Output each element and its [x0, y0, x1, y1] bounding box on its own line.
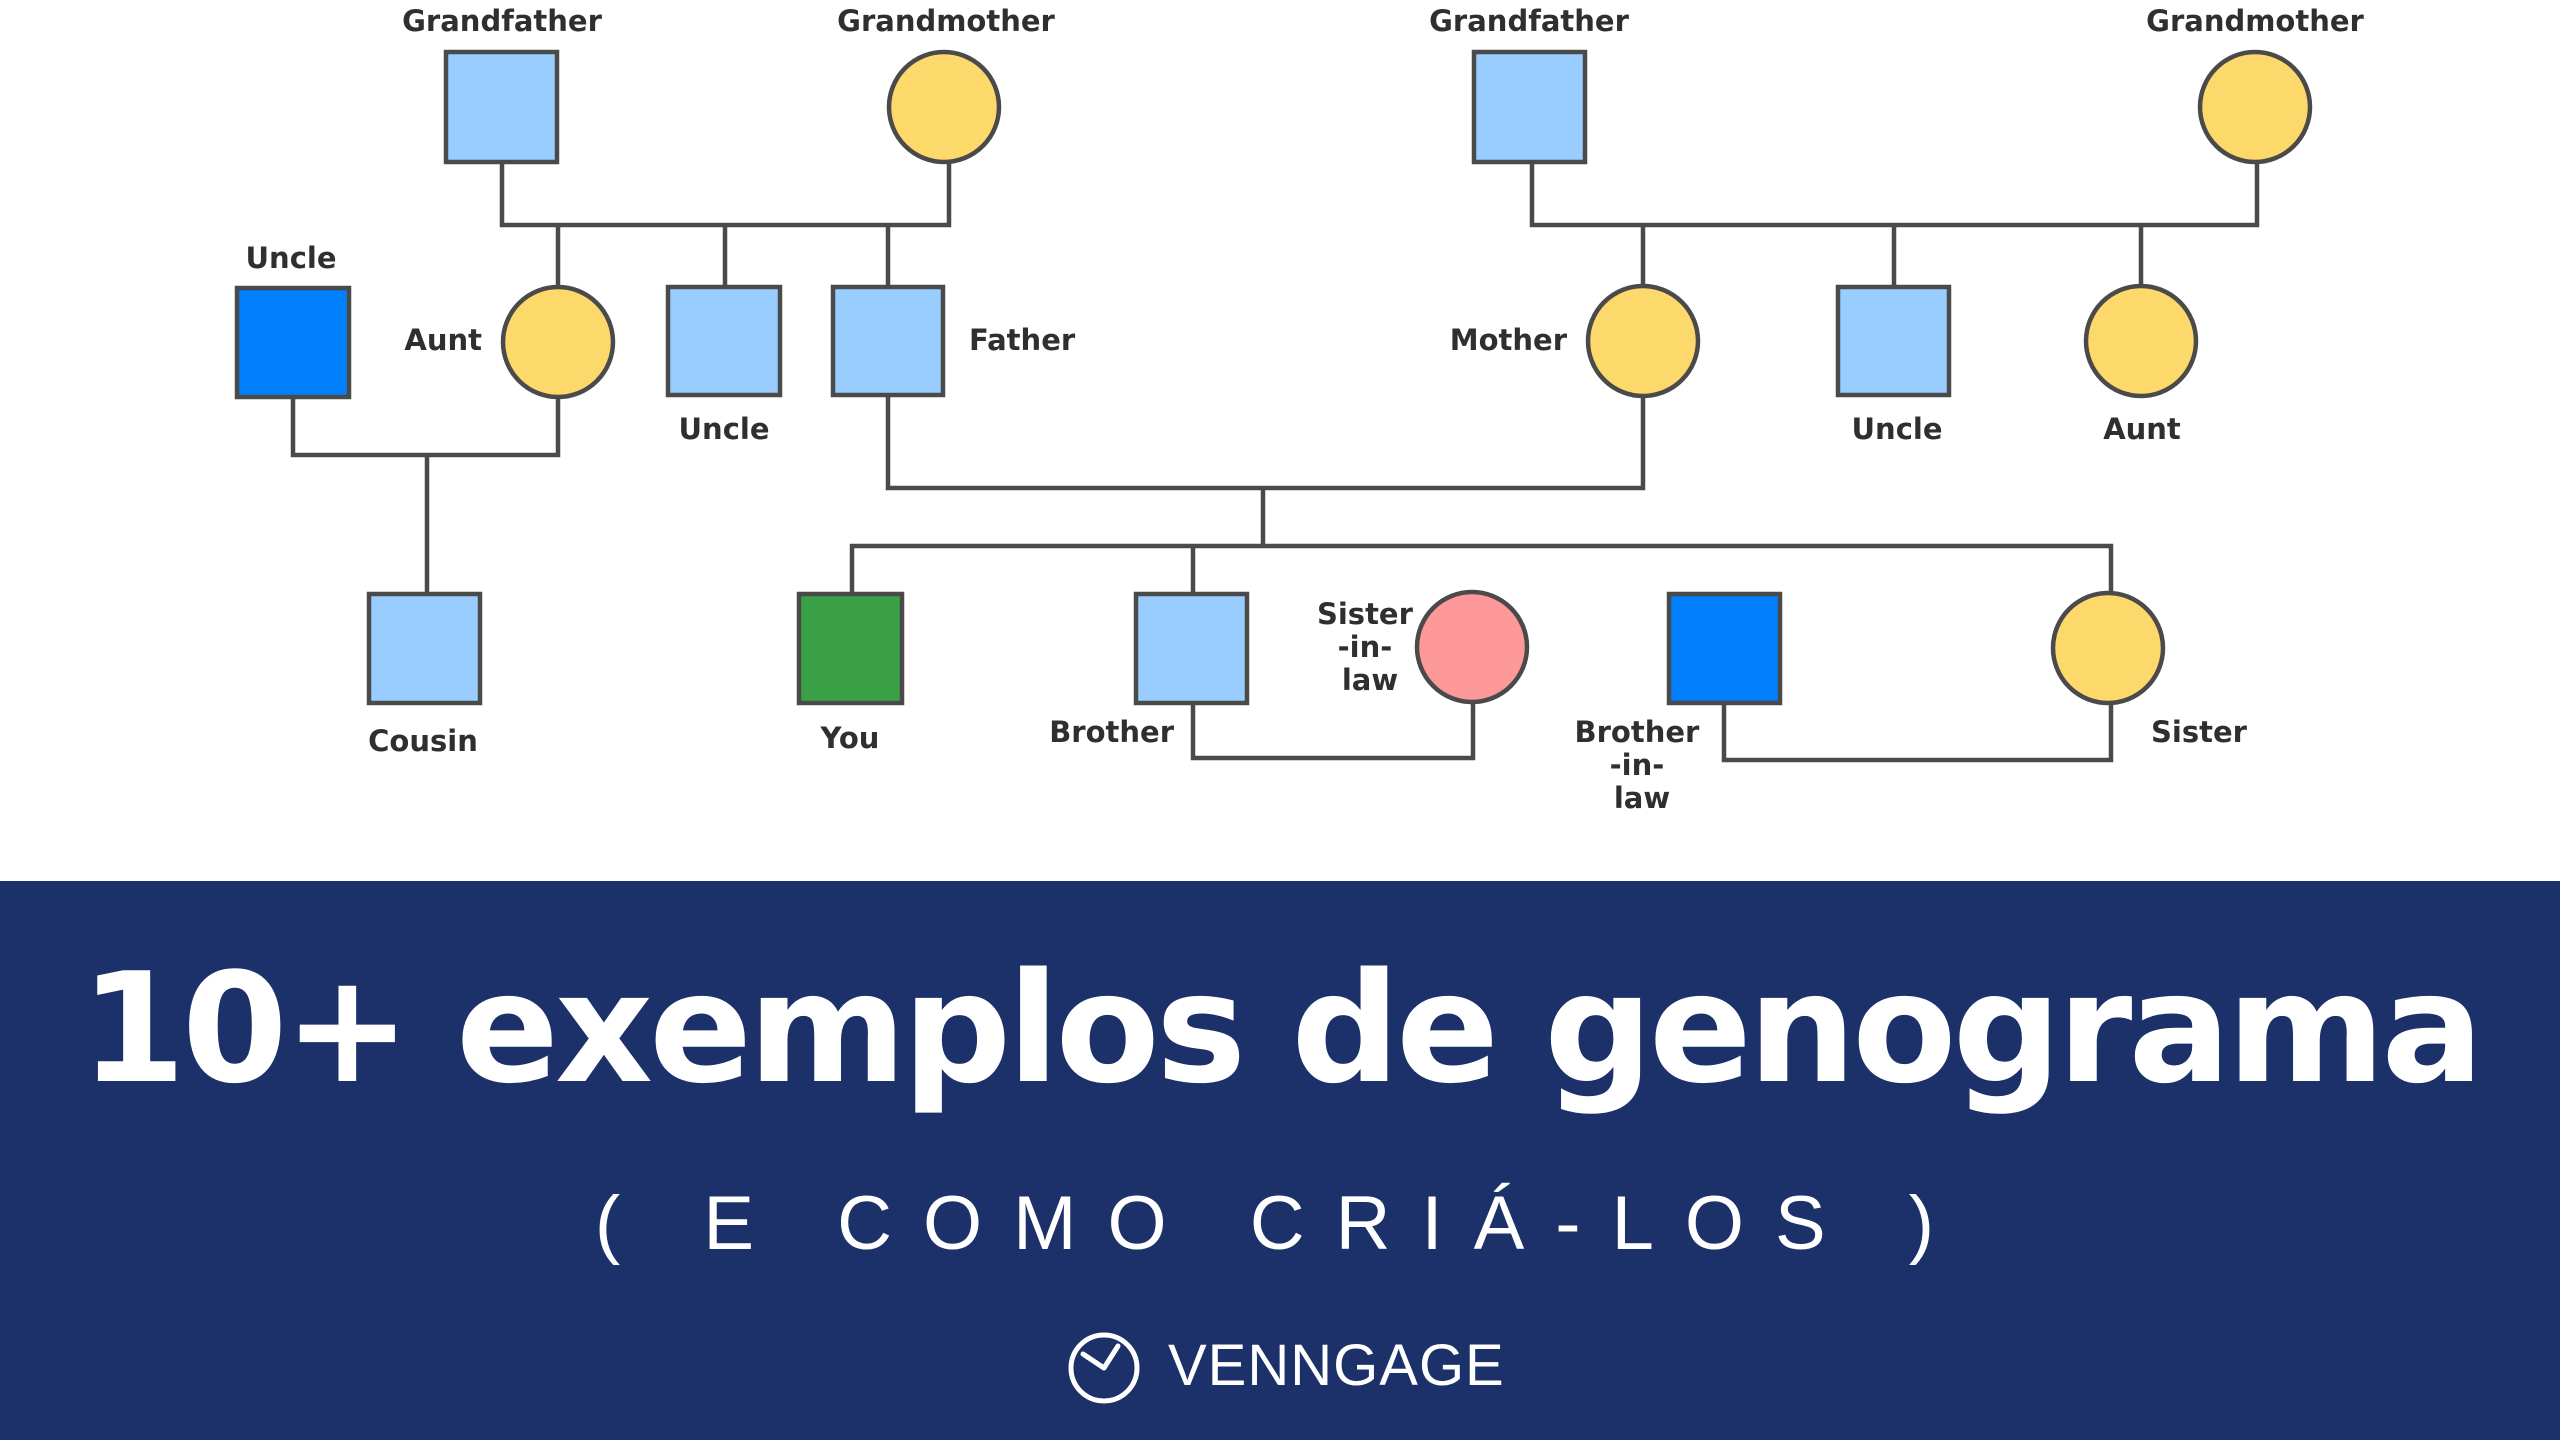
sister-in-law-label-line: -in-	[1338, 630, 1393, 664]
maternal-uncle-label: Uncle	[1852, 412, 1943, 446]
paternal-grandmother-node	[886, 49, 1002, 165]
paternal-grandfather-node	[443, 49, 560, 165]
brother-node	[1133, 591, 1250, 706]
maternal-aunt-node	[2083, 283, 2199, 399]
maternal-uncle-node	[1835, 284, 1952, 398]
genogram-connectors	[290, 137, 2260, 763]
you-label: You	[820, 721, 880, 755]
cousin-node	[366, 591, 483, 706]
maternal-grandmother-label: Grandmother	[2146, 4, 2364, 38]
sister-node	[2050, 590, 2166, 706]
aunt-couple-line	[290, 396, 561, 458]
brother-in-law-node	[1666, 591, 1783, 706]
parents-couple-line	[885, 395, 1646, 491]
brother-label: Brother	[1049, 715, 1175, 749]
sister-in-law-node	[1414, 589, 1530, 705]
aunt-husband-label: Uncle	[246, 241, 337, 275]
banner-subtitle: ( E COMO CRIÁ-LOS )	[594, 1181, 1966, 1266]
brand-lockup: VENNGAGE	[1066, 1326, 1505, 1406]
you-node	[796, 591, 905, 706]
brother-in-law-label-line: law	[1614, 781, 1670, 815]
brother-in-law-label-line: Brother	[1575, 715, 1701, 749]
brother-in-law-label-line: -in-	[1610, 748, 1665, 782]
aunt-husband-node	[234, 285, 352, 400]
paternal-grandfather-label: Grandfather	[402, 4, 602, 38]
father-node	[830, 284, 946, 398]
siblings-line	[849, 543, 2114, 594]
sister-label: Sister	[2151, 715, 2248, 749]
genogram-diagram: Grandfather Grandmother Grandfather Gran…	[234, 4, 2365, 815]
paternal-uncle-node	[665, 284, 783, 398]
genogram-nodes	[234, 49, 2313, 706]
brother-couple-line	[1190, 702, 1476, 761]
sister-in-law-label: Sister -in- law	[1317, 597, 1423, 697]
mother-node	[1585, 283, 1701, 399]
maternal-grandfather-label: Grandfather	[1429, 4, 1629, 38]
maternal-grandmother-node	[2197, 49, 2313, 165]
paternal-grandparents-line	[499, 137, 952, 228]
mother-label: Mother	[1450, 323, 1568, 357]
paternal-aunt-label: Aunt	[404, 323, 482, 357]
sister-in-law-label-line: law	[1342, 663, 1398, 697]
cousin-label: Cousin	[368, 724, 478, 758]
sister-couple-line	[1721, 703, 2114, 763]
genogram-labels: Grandfather Grandmother Grandfather Gran…	[246, 4, 2365, 815]
brand-name: VENNGAGE	[1168, 1333, 1505, 1398]
title-banner: 10+ exemplos de genograma ( E COMO CRIÁ-…	[0, 881, 2560, 1440]
brother-in-law-label: Brother -in- law	[1575, 715, 1710, 815]
paternal-uncle-label: Uncle	[679, 412, 770, 446]
father-label: Father	[969, 323, 1076, 357]
banner-title: 10+ exemplos de genograma	[80, 940, 2484, 1117]
maternal-aunt-label: Aunt	[2103, 412, 2181, 446]
paternal-aunt-node	[500, 284, 616, 400]
maternal-grandparents-line	[1529, 139, 2260, 228]
paternal-grandmother-label: Grandmother	[837, 4, 1055, 38]
maternal-grandfather-node	[1471, 49, 1588, 165]
venngage-logo-icon	[1068, 1332, 1140, 1404]
sister-in-law-label-line: Sister	[1317, 597, 1414, 631]
